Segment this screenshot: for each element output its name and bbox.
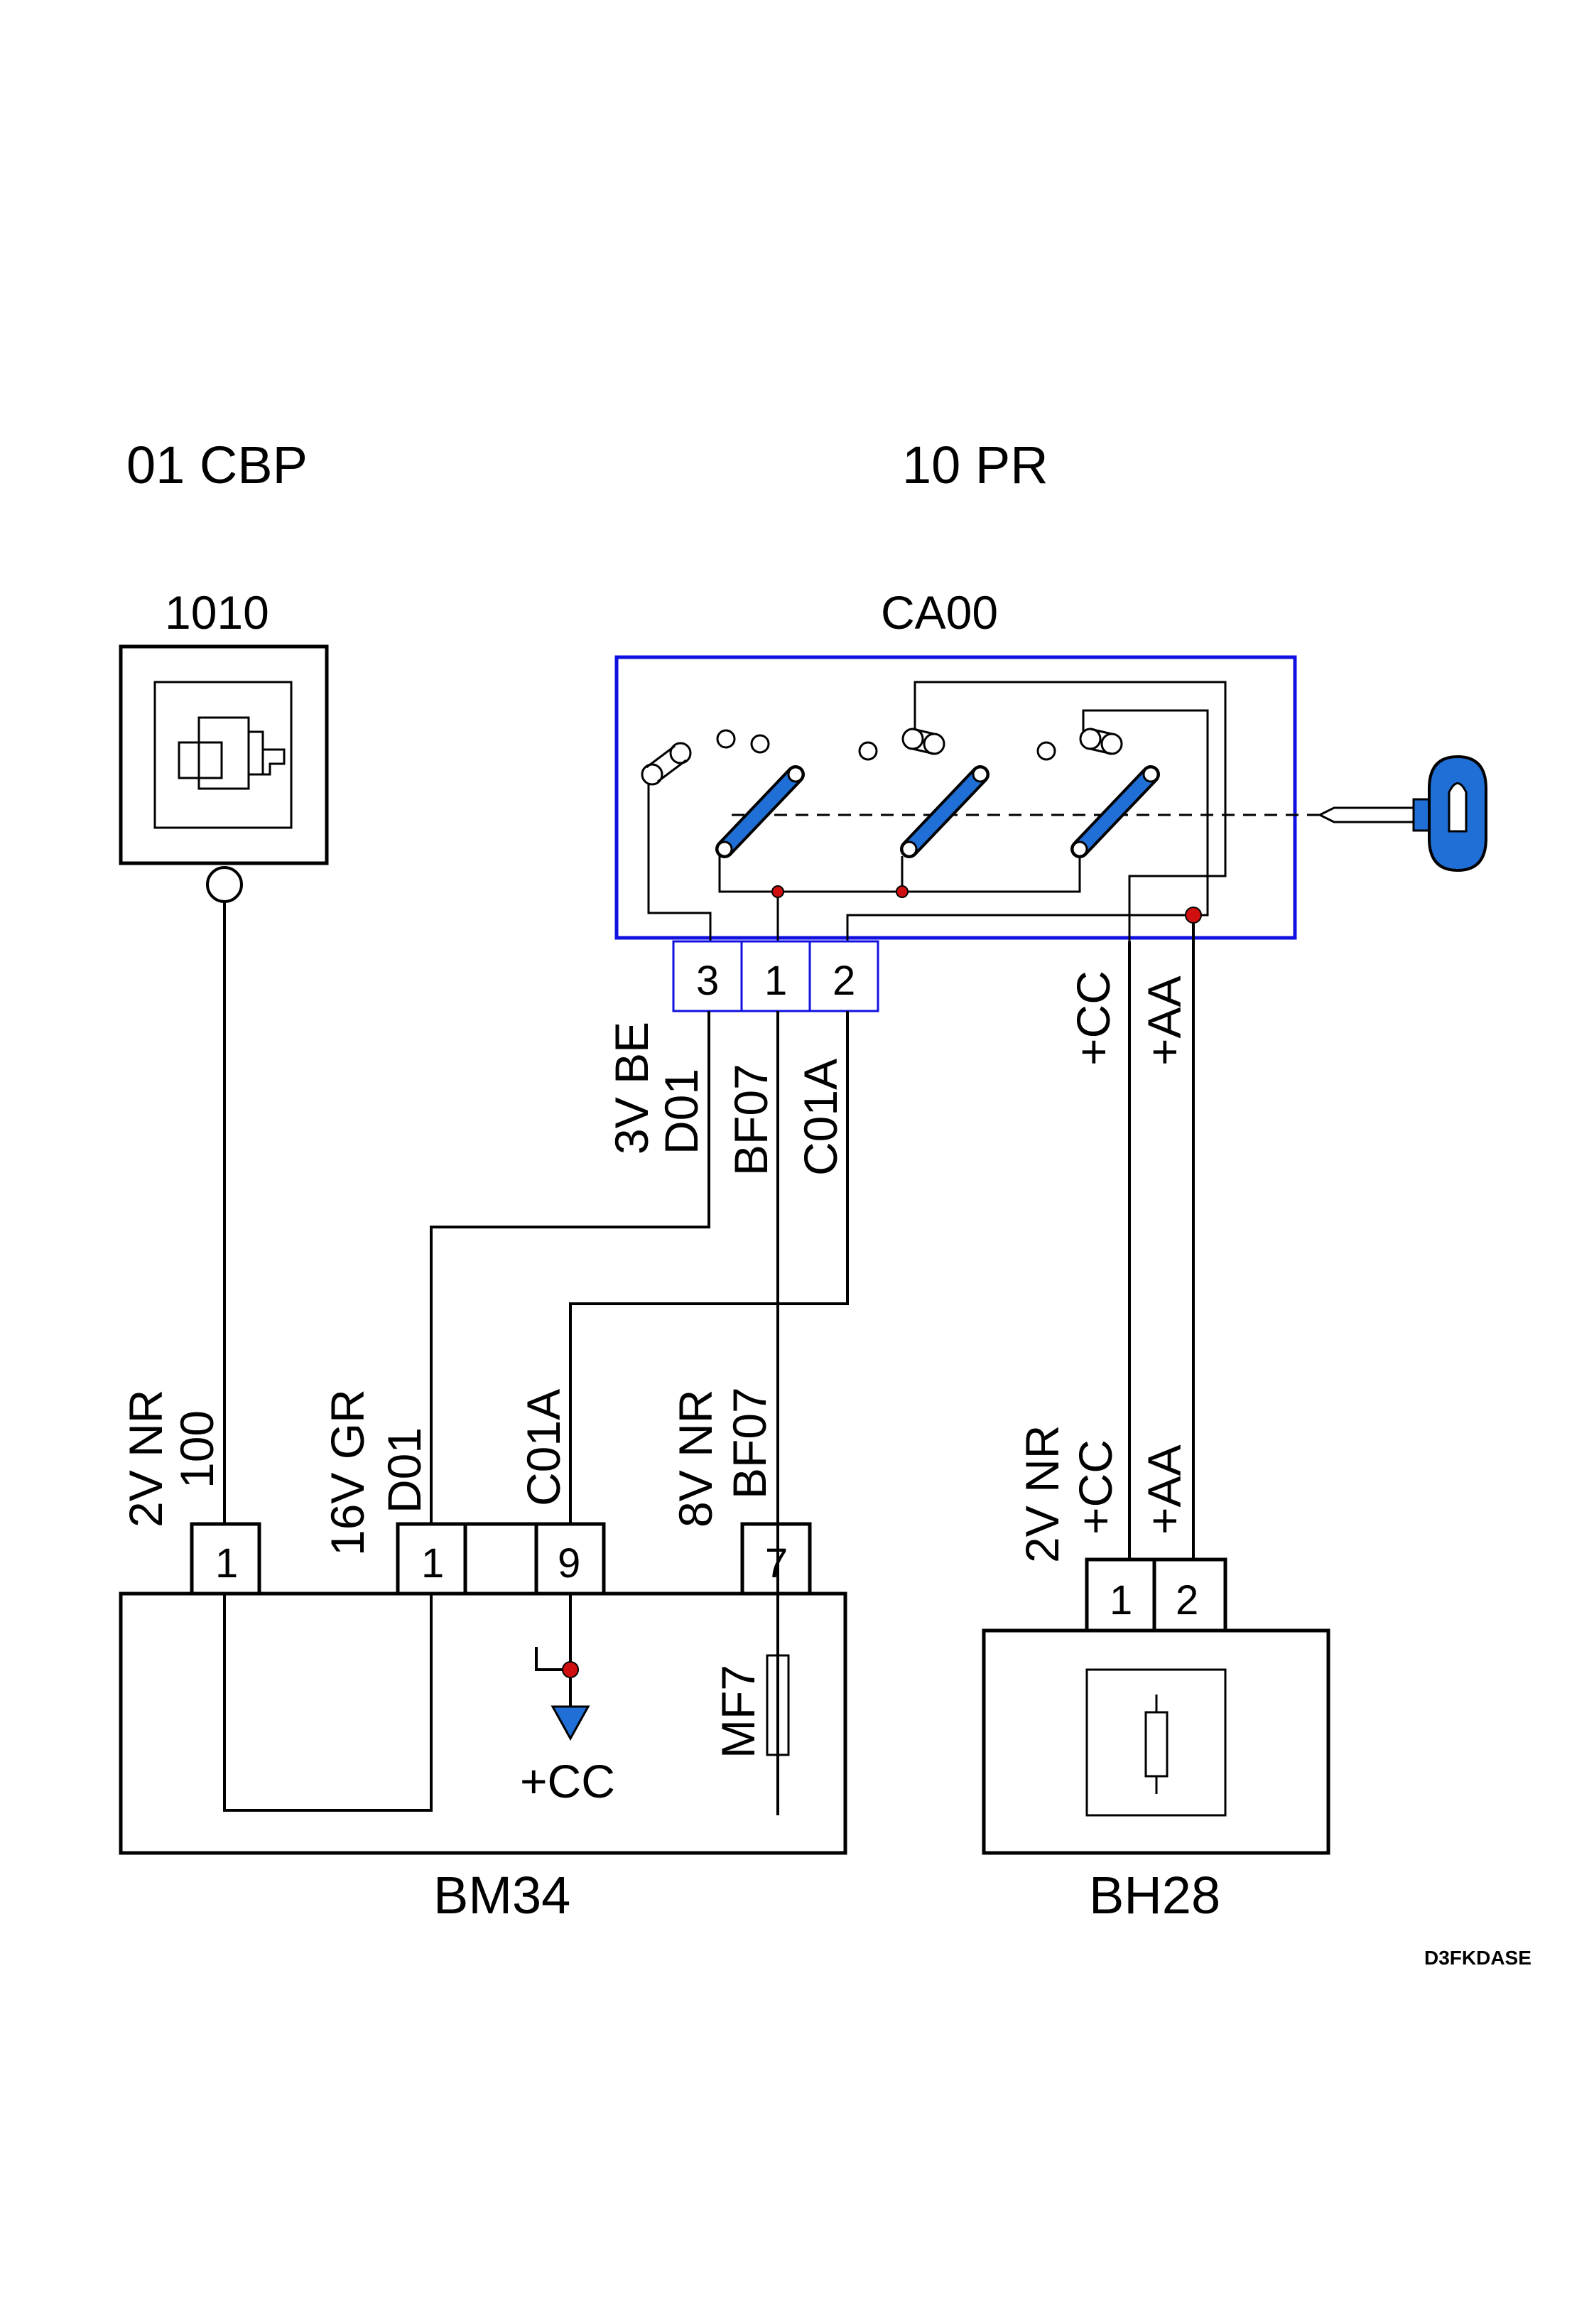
junction-dot: [771, 885, 784, 898]
ground-terminal: [206, 866, 243, 903]
bh28-pin-1: 1: [1110, 1577, 1132, 1623]
bm34-p1b-wire: D01: [378, 1427, 430, 1513]
bh28-connector: 2V NR: [1016, 1425, 1068, 1563]
bm34-p1a-wire: 100: [170, 1410, 223, 1488]
bm34-label: BM34: [433, 1866, 570, 1925]
switch-connector: 3 1 2: [672, 940, 879, 1012]
section-header-left: 01 CBP: [126, 436, 308, 494]
junction-dot: [896, 885, 909, 898]
key-icon: [1317, 755, 1487, 872]
bm34-pin-1a: 1: [215, 1540, 238, 1587]
switch-pin-1: 1: [764, 958, 787, 1004]
diagram-reference: D3FKDASE: [1424, 1947, 1531, 1969]
starter-component: [119, 644, 329, 903]
wire-label-w2: C01A: [794, 1059, 847, 1176]
switch-pin-2: 2: [833, 958, 855, 1004]
supply-arrow-icon: [551, 1705, 590, 1741]
bm34-pin-9: 9: [558, 1540, 580, 1587]
bm34-unit: 1 1 9 7 +CC MF7: [119, 1522, 847, 1855]
bm34-pin-1b: 1: [421, 1540, 444, 1587]
bm34-supply-label: +CC: [520, 1755, 615, 1807]
bh28-wire-aa: +AA: [1138, 1444, 1191, 1535]
junction-dot: [562, 1661, 579, 1678]
section-header-right: 10 PR: [902, 436, 1048, 494]
switch-pin-3: 3: [696, 958, 719, 1004]
bm34-p7-connector: 8V NR: [669, 1390, 722, 1528]
wire-label-aa: +AA: [1138, 975, 1191, 1066]
bm34-pin-7: 7: [765, 1540, 788, 1587]
bh28-label: BH28: [1089, 1866, 1220, 1925]
starter-motor-icon: [178, 716, 286, 790]
bm34-p1a-connector: 2V NR: [119, 1390, 172, 1528]
junction-dot: [1185, 907, 1202, 924]
wire-label-cc: +CC: [1067, 971, 1119, 1066]
fuse-icon: [1144, 1711, 1169, 1778]
starter-label: 1010: [165, 586, 269, 639]
wire-label-w3: D01: [655, 1069, 707, 1155]
wire-label-w3-connector: 3V BE: [605, 1022, 658, 1155]
switch-contacts: [715, 765, 1160, 858]
bh28-unit: 1 2: [982, 1557, 1330, 1855]
switch-label: CA00: [881, 586, 998, 639]
bm34-p7-wire: BF07: [723, 1387, 776, 1499]
wire-label-w1: BF07: [725, 1064, 777, 1176]
wires: [223, 902, 1195, 1595]
bh28-pin-2: 2: [1176, 1577, 1198, 1623]
bm34-p1b-connector: 16V GR: [321, 1389, 374, 1556]
fuse-label: MF7: [712, 1665, 764, 1758]
bh28-wire-cc: +CC: [1069, 1439, 1122, 1535]
ignition-switch: [614, 655, 1487, 941]
bm34-p9-wire: C01A: [517, 1389, 570, 1506]
